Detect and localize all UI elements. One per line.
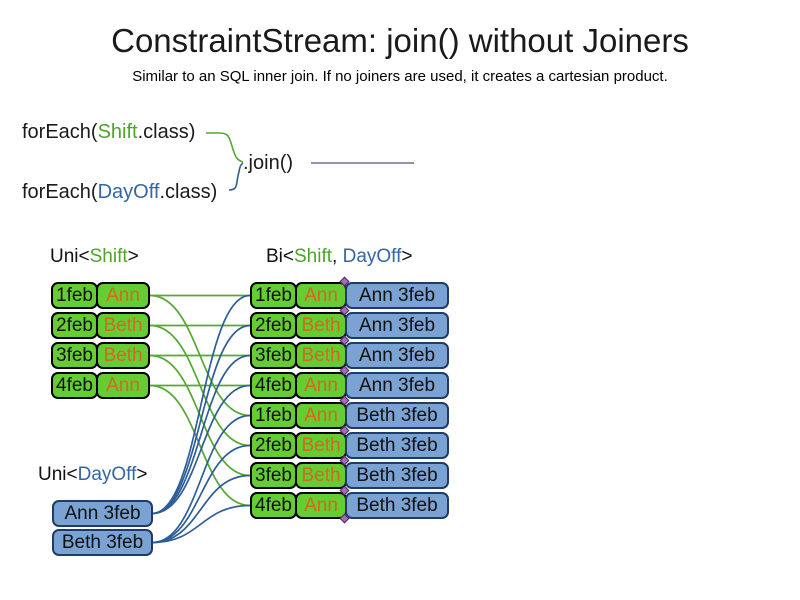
dayoff-cell: Ann 3feb xyxy=(345,342,449,369)
dayoff-cell: Beth 3feb xyxy=(345,492,449,519)
ann3feb-to-row2-connector xyxy=(151,324,251,515)
dayoff-cell: Ann 3feb xyxy=(52,500,153,527)
shift4-to-row8-connector xyxy=(149,384,251,507)
shift-date-cell: 3feb xyxy=(250,462,297,489)
shift-employee-cell: Ann xyxy=(295,282,347,309)
uni-dayoff-header: Uni<DayOff> xyxy=(38,464,148,486)
shift-employee-cell: Beth xyxy=(295,342,347,369)
bi-stream-header: Bi<Shift, DayOff> xyxy=(266,246,412,268)
ann3feb-to-row4-connector xyxy=(151,384,251,515)
shift-date-cell: 1feb xyxy=(250,282,297,309)
shift-type-token: Shift xyxy=(89,246,128,267)
beth3feb-to-row8-connector xyxy=(151,504,251,544)
dayoff-cell: Beth 3feb xyxy=(52,529,153,556)
shift-employee-cell: Beth xyxy=(295,312,347,339)
code-foreach-shift: forEach(Shift.class) xyxy=(22,119,195,145)
shift-employee-cell: Beth xyxy=(295,462,347,489)
ann3feb-to-row3-connector xyxy=(151,354,251,515)
header-text: > xyxy=(401,246,413,267)
beth3feb-to-row5-connector xyxy=(151,414,251,544)
beth3feb-to-row6-connector xyxy=(151,444,251,544)
shift-connectors xyxy=(149,294,251,507)
code-text: .class) xyxy=(137,121,196,143)
dayoff-brace-connector xyxy=(228,162,244,191)
shift-employee-cell: Ann xyxy=(96,282,150,309)
dayoff-row: Ann 3feb xyxy=(52,500,153,527)
dayoff-connectors xyxy=(151,294,251,544)
shift-employee-cell: Ann xyxy=(295,492,347,519)
shift-date-cell: 4feb xyxy=(51,372,98,399)
slide-subtitle: Similar to an SQL inner join. If no join… xyxy=(132,68,668,85)
code-brace-connectors xyxy=(206,132,414,191)
shift-date-cell: 1feb xyxy=(51,282,98,309)
shift-employee-cell: Beth xyxy=(295,432,347,459)
shift-date-cell: 2feb xyxy=(250,432,297,459)
header-text: Bi< xyxy=(266,246,294,267)
shift-date-cell: 2feb xyxy=(250,312,297,339)
dayoff-class-token: DayOff xyxy=(97,181,160,203)
header-text: > xyxy=(136,464,148,485)
header-text: > xyxy=(127,246,139,267)
shift1-to-row5-connector xyxy=(149,294,251,417)
dayoff-cell: Ann 3feb xyxy=(345,282,449,309)
code-text: forEach( xyxy=(22,121,98,143)
shift2-to-row6-connector xyxy=(149,324,251,447)
dayoff-cell: Beth 3feb xyxy=(345,432,449,459)
shift-employee-cell: Beth xyxy=(96,342,150,369)
dayoff-row: Beth 3feb xyxy=(52,529,153,556)
header-text: Uni< xyxy=(38,464,78,485)
code-text: .class) xyxy=(159,181,218,203)
dayoff-cell: Ann 3feb xyxy=(345,372,449,399)
code-foreach-dayoff: forEach(DayOff.class) xyxy=(22,179,217,205)
code-join-call: .join() xyxy=(243,152,294,174)
shift-date-cell: 3feb xyxy=(51,342,98,369)
shift-employee-cell: Beth xyxy=(96,312,150,339)
shift3-to-row7-connector xyxy=(149,354,251,477)
shift-employee-cell: Ann xyxy=(96,372,150,399)
shift-employee-cell: Ann xyxy=(295,372,347,399)
ann3feb-to-row1-connector xyxy=(151,294,251,515)
shift-date-cell: 1feb xyxy=(250,402,297,429)
shift-date-cell: 4feb xyxy=(250,492,297,519)
shift-date-cell: 3feb xyxy=(250,342,297,369)
shift-employee-cell: Ann xyxy=(295,402,347,429)
uni-shift-header: Uni<Shift> xyxy=(50,246,139,268)
dayoff-cell: Beth 3feb xyxy=(345,402,449,429)
dayoff-type-token: DayOff xyxy=(342,246,402,267)
header-text: Uni< xyxy=(50,246,90,267)
shift-type-token: Shift xyxy=(294,246,333,267)
dayoff-cell: Beth 3feb xyxy=(345,462,449,489)
shift-brace-connector xyxy=(206,132,244,163)
shift-date-cell: 2feb xyxy=(51,312,98,339)
dayoff-cell: Ann 3feb xyxy=(345,312,449,339)
uni-dayoff-list: Ann 3feb Beth 3feb xyxy=(52,500,153,558)
dayoff-type-token: DayOff xyxy=(77,464,137,485)
header-text: , xyxy=(332,246,343,267)
code-text: forEach( xyxy=(22,181,98,203)
beth3feb-to-row7-connector xyxy=(151,474,251,544)
shift-date-cell: 4feb xyxy=(250,372,297,399)
slide-title: ConstraintStream: join() without Joiners xyxy=(111,22,689,59)
shift-class-token: Shift xyxy=(97,121,138,143)
